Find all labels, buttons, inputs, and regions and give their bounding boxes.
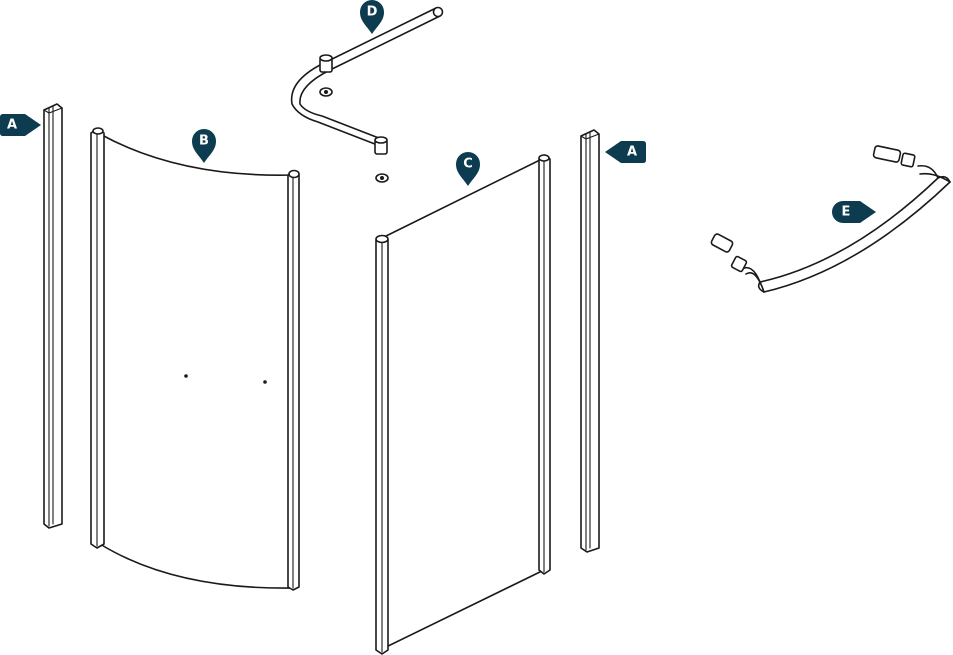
svg-text:B: B (199, 134, 209, 149)
svg-text:A: A (627, 145, 637, 160)
flat-glass-panel (375, 154, 551, 655)
handle-hole-right (263, 380, 267, 384)
svg-text:E: E (842, 205, 851, 220)
handle-hole-left (184, 374, 188, 378)
curved-handle-bar (710, 145, 951, 293)
callout-a-right: A (605, 141, 646, 163)
callout-a-left: A (0, 114, 41, 136)
wall-profile-left (43, 103, 63, 529)
top-rail (290, 6, 444, 183)
wall-profile-right (580, 129, 600, 553)
callout-d: D (360, 0, 384, 34)
callout-b: B (192, 129, 216, 163)
svg-text:C: C (463, 157, 473, 172)
svg-text:D: D (367, 5, 378, 20)
curved-glass-panel (90, 127, 300, 591)
callout-e: E (832, 201, 876, 223)
callout-c: C (456, 152, 480, 186)
svg-text:A: A (7, 118, 17, 133)
